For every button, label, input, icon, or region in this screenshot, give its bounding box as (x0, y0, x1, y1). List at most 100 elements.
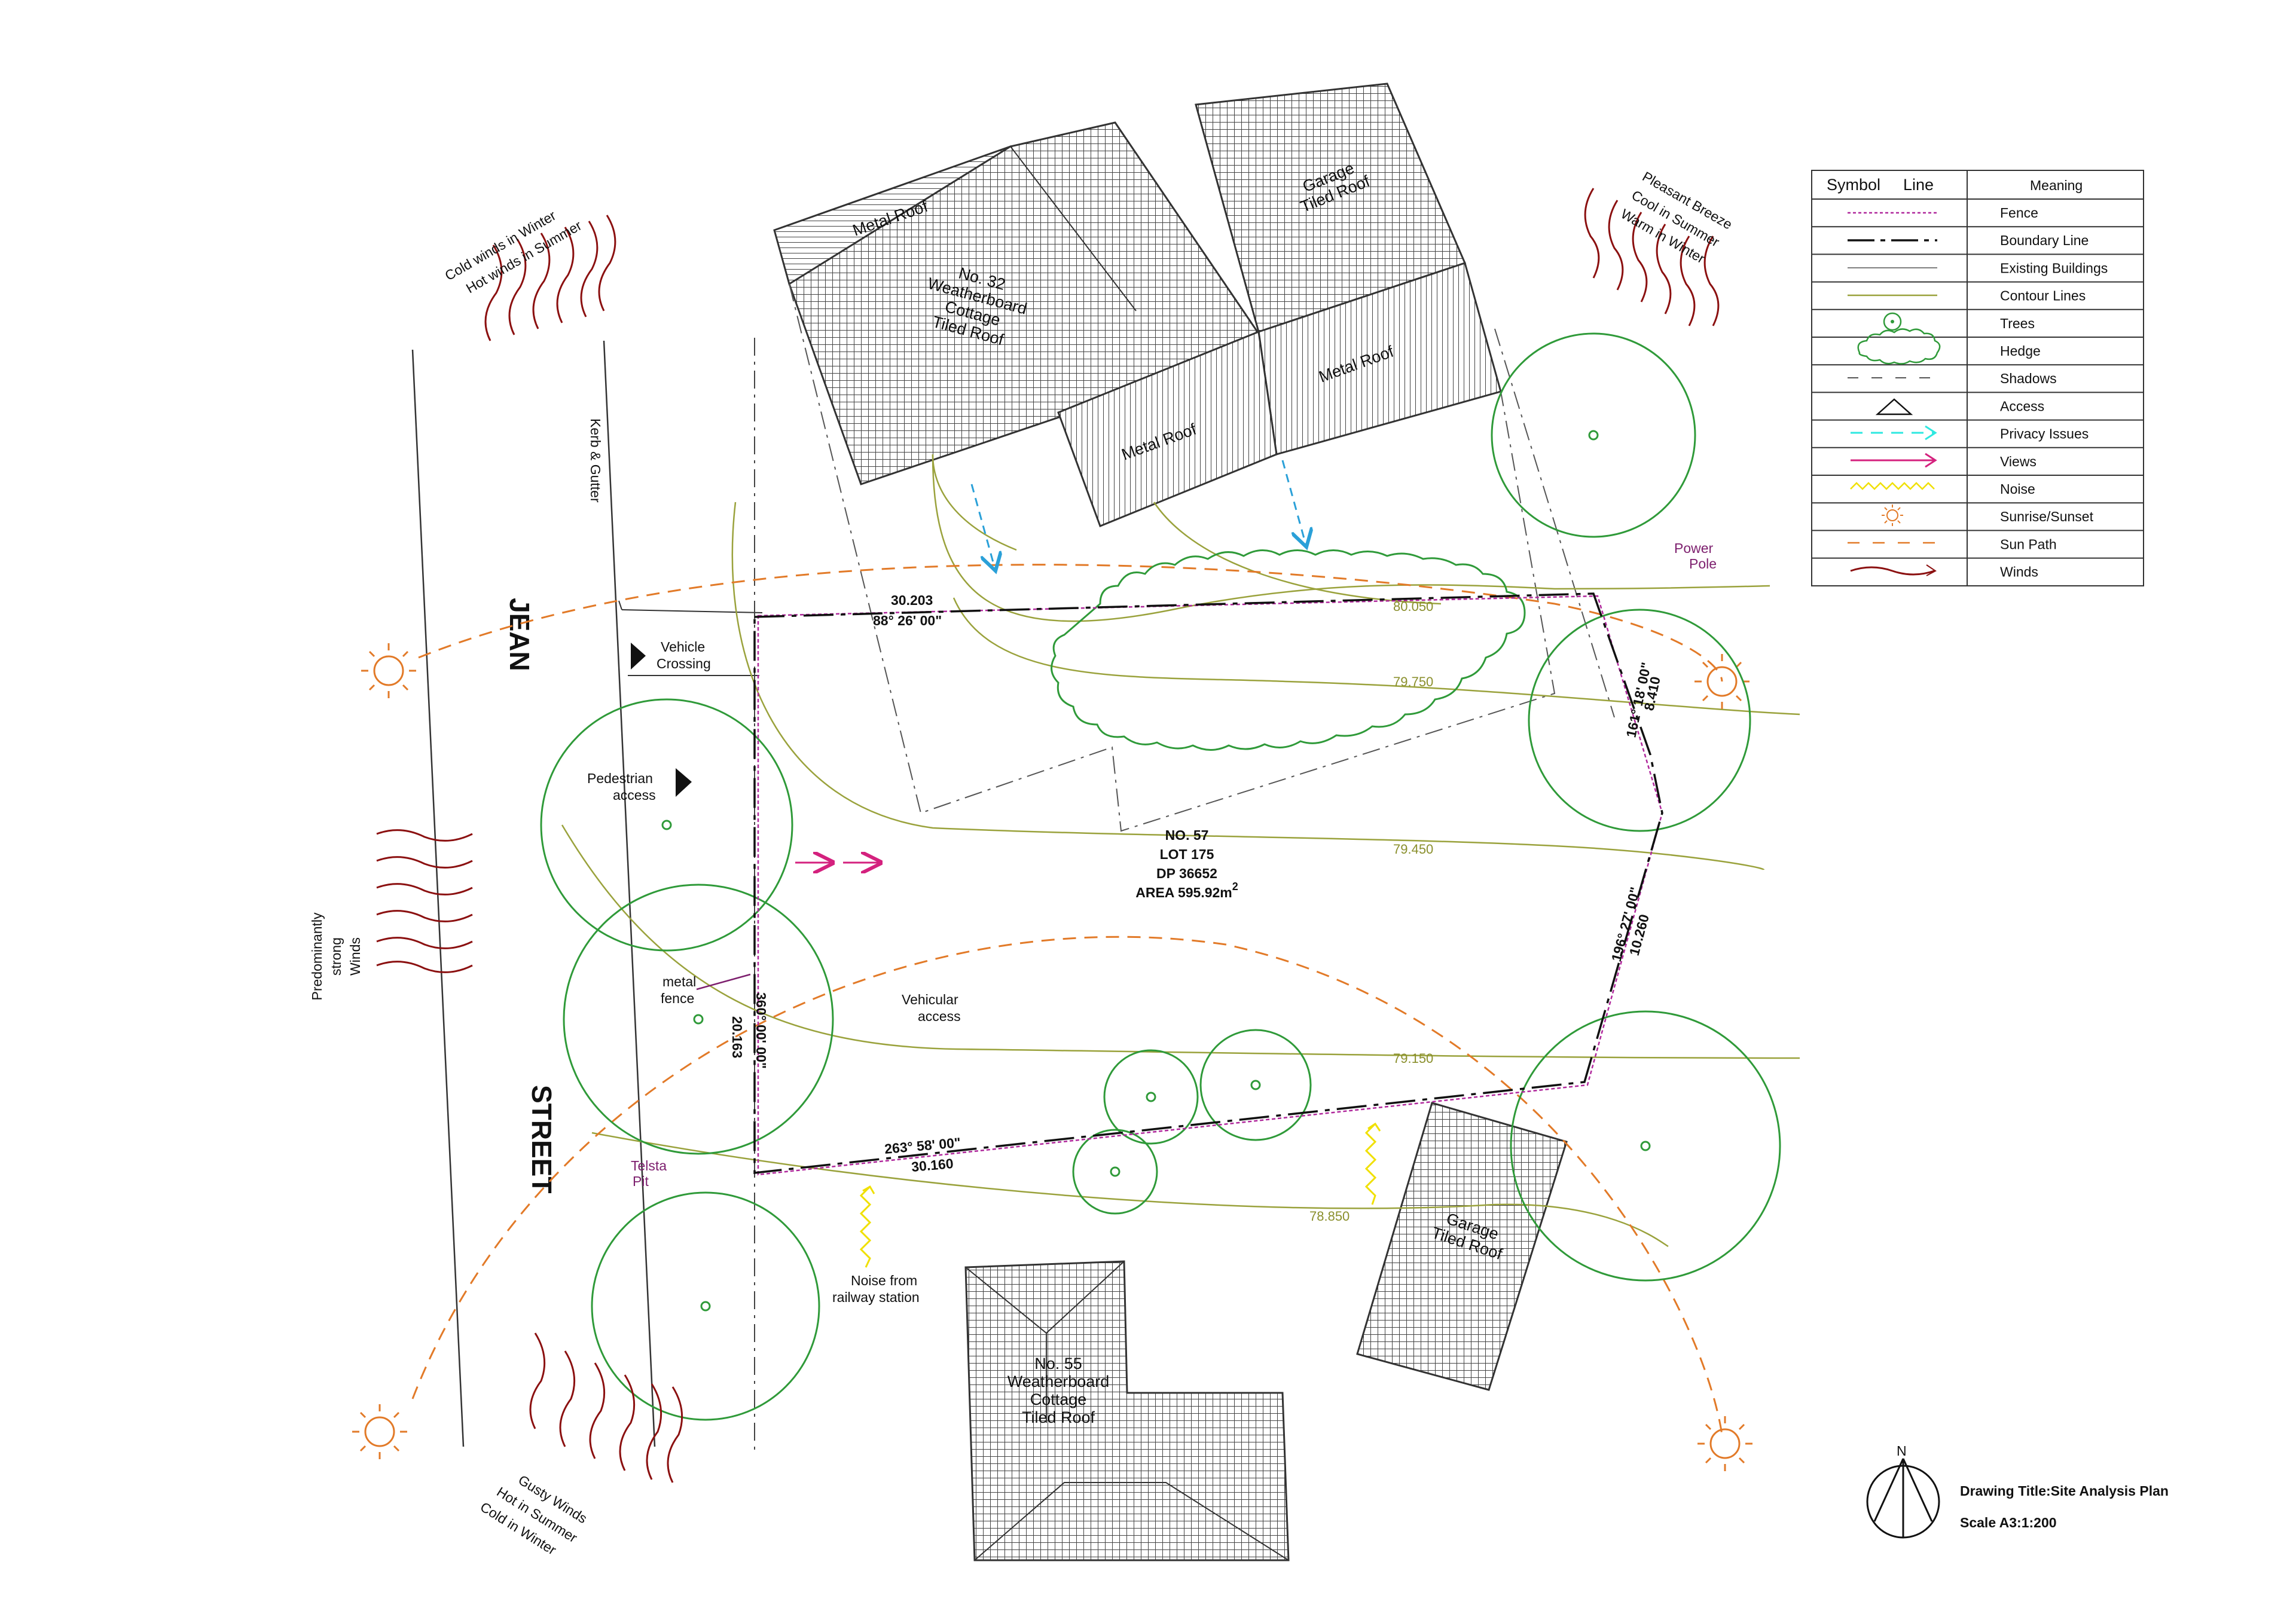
legend-label-view-arrow: Views (2000, 454, 2037, 469)
svg-text:Predominantly: Predominantly (309, 912, 325, 1001)
contour-labels: 80.050 79.750 79.450 79.150 78.850 (1309, 599, 1433, 1224)
contour-label-79150: 79.150 (1393, 1051, 1433, 1066)
south-bearing: 263° 58' 00" (884, 1135, 961, 1157)
svg-text:No. 55: No. 55 (1034, 1355, 1082, 1373)
north-bearing: 88° 26' 00" (873, 613, 942, 628)
legend-label-building-line: Existing Buildings (2000, 260, 2108, 276)
tree-icon (1199, 1029, 1312, 1141)
sun-icon-east-lower (1697, 1416, 1752, 1471)
sun-icon (1882, 505, 1903, 526)
lot-number: NO. 57 (1165, 827, 1209, 843)
svg-text:Tiled Roof: Tiled Roof (1022, 1408, 1095, 1426)
winds-northwest (484, 215, 616, 341)
access-triangle-icon (1875, 398, 1913, 415)
tree-icon (1072, 1129, 1158, 1215)
property-boundary (753, 592, 1663, 1176)
tree-icon (1103, 1049, 1199, 1145)
winds-west (376, 829, 473, 973)
building-no32: Metal Roof No. 32 Weatherboard Cottage T… (773, 121, 1269, 485)
contour-label-80050: 80.050 (1393, 599, 1433, 614)
legend-label-privacy-arrow: Privacy Issues (2000, 426, 2089, 442)
contour-label-79750: 79.750 (1393, 674, 1433, 689)
noise-zigzags (859, 1122, 1381, 1268)
tree-icon (1528, 609, 1751, 832)
legend-head-meaning: Meaning (2030, 178, 2083, 193)
tree-icon (1491, 332, 1696, 538)
tree-icon (1883, 312, 1902, 331)
legend-label-hedge: Hedge (2000, 343, 2041, 359)
north-label: N (1897, 1443, 1907, 1459)
wind-icon (1850, 566, 1935, 576)
building-garage-top: Garage Tiled Roof (1195, 82, 1467, 333)
building-no55: No. 55 Weatherboard Cottage Tiled Roof (964, 1260, 1290, 1561)
lot-lot: LOT 175 (1160, 846, 1214, 862)
roof-label-no55-house: No. 55 Weatherboard Cottage Tiled Roof (1007, 1355, 1110, 1426)
lot-dp: DP 36652 (1156, 866, 1217, 881)
lot-area: AREA 595.92m2 (1135, 881, 1238, 900)
legend-symbols (1848, 212, 1941, 576)
trees (540, 332, 1781, 1421)
tree-icon (540, 698, 793, 952)
north-arrow: N (1866, 1443, 1940, 1539)
tree-icon (1510, 1010, 1781, 1282)
legend-label-contour-line: Contour Lines (2000, 288, 2086, 304)
street-name-street: STREET (526, 1085, 557, 1193)
legend-label-sun-path: Sun Path (2000, 536, 2057, 552)
building-no32-rear: Metal Roof Metal Roof (1057, 262, 1502, 527)
hedge-icon (1857, 328, 1941, 365)
winds-southwest-label: Gusty Winds Hot in Summer Cold in Winter (478, 1472, 590, 1558)
legend-label-tree: Trees (2000, 316, 2035, 331)
street-name-jean: JEAN (504, 598, 535, 671)
privacy-arrows (970, 460, 1306, 571)
svg-text:Cottage: Cottage (1030, 1390, 1087, 1408)
legend-head-line: Line (1903, 176, 1934, 194)
west-bearing: 360° 00' 00" (753, 992, 769, 1069)
street-edges (411, 340, 763, 1447)
west-length: 20.163 (729, 1016, 745, 1058)
tree-icon (563, 884, 834, 1155)
north-length: 30.203 (891, 592, 933, 608)
access-triangle-icon (631, 643, 646, 670)
winds-northeast (1584, 188, 1720, 326)
sun-icons (352, 643, 1752, 1471)
svg-text:Weatherboard: Weatherboard (1007, 1373, 1110, 1390)
winds-northwest-label: Cold winds in Winter Hot winds in Summer (442, 207, 585, 297)
kerb-gutter-label: Kerb & Gutter (588, 418, 603, 503)
noise-zigzag-icon (1364, 1123, 1377, 1205)
legend-head-symbol: Symbol (1827, 176, 1880, 194)
contour-lines (561, 454, 1800, 1248)
winds-southwest (529, 1332, 683, 1483)
sun-icon-east-upper (1694, 654, 1750, 709)
winds-west-label: Predominantly strong Winds (309, 912, 363, 1001)
legend-label-noise-zigzag: Noise (2000, 481, 2035, 497)
legend-label-access-triangle: Access (2000, 398, 2044, 414)
shadow-outline (789, 283, 1615, 832)
noise-zigzag-icon (1850, 482, 1935, 490)
svg-text:strong: strong (328, 937, 344, 976)
hedge-icon (1051, 549, 1526, 751)
sun-icon-west-lower (352, 1404, 407, 1459)
building-garage-bottom: Garage Tiled Roof (1356, 1102, 1568, 1391)
sun-icon-west-upper (361, 643, 416, 698)
svg-text:Winds: Winds (347, 937, 363, 976)
drawing-title: Drawing Title:Site Analysis Plan (1960, 1483, 2169, 1499)
legend-label-wind: Winds (2000, 564, 2038, 580)
drawing-scale: Scale A3:1:200 (1960, 1515, 2057, 1530)
legend-label-boundary-line: Boundary Line (2000, 233, 2089, 248)
legend-label-sun: Sunrise/Sunset (2000, 509, 2094, 524)
access-markers (631, 643, 692, 797)
contour-label-79450: 79.450 (1393, 842, 1433, 857)
legend-label-fence-line: Fence (2000, 205, 2038, 221)
roof-no32-tiled (788, 121, 1269, 485)
south-length: 30.160 (911, 1156, 954, 1175)
